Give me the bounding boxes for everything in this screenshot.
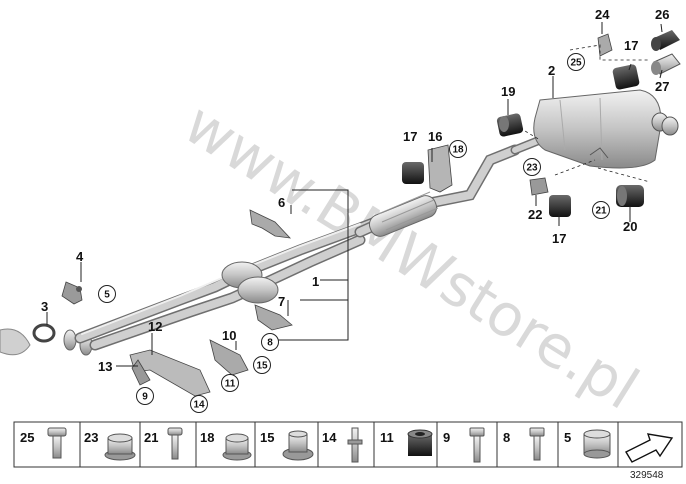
tailpipe-trim-26 xyxy=(651,30,680,51)
stud-bolt-icon xyxy=(347,427,363,463)
hanger-brackets xyxy=(129,209,293,397)
svg-text:9: 9 xyxy=(142,392,148,403)
clamp-22 xyxy=(529,177,549,196)
bracket-10 xyxy=(209,339,249,376)
svg-text:8: 8 xyxy=(267,338,273,349)
callout-16: 16 xyxy=(428,129,442,144)
legend-item-23: 23 xyxy=(84,430,136,461)
nut-icon xyxy=(583,429,611,459)
bracket-6 xyxy=(249,209,292,239)
tailpipe-trim-27 xyxy=(651,53,681,75)
callout-13: 13 xyxy=(98,359,112,374)
svg-text:9: 9 xyxy=(443,430,450,445)
spacer-sleeve-icon xyxy=(407,429,433,456)
parts-legend: 25 23 21 18 xyxy=(13,421,683,468)
svg-text:18: 18 xyxy=(200,430,214,445)
circled-23: 23 xyxy=(523,158,541,176)
front-bracket xyxy=(61,281,83,305)
svg-text:14: 14 xyxy=(193,400,205,411)
rubber-mount-17-rear xyxy=(549,195,571,217)
svg-text:21: 21 xyxy=(144,430,158,445)
svg-text:21: 21 xyxy=(595,206,607,217)
legend-item-18: 18 xyxy=(200,430,252,461)
callout-17-rear: 17 xyxy=(552,231,566,246)
svg-text:25: 25 xyxy=(570,58,582,69)
legend-item-15: 15 xyxy=(260,430,314,461)
rear-silencer xyxy=(533,89,679,169)
svg-text:5: 5 xyxy=(104,290,110,301)
hex-bolt-icon xyxy=(529,427,545,461)
rubber-mount-17-mid xyxy=(402,162,424,184)
callout-22: 22 xyxy=(528,207,542,222)
svg-text:8: 8 xyxy=(503,430,510,445)
circled-9: 9 xyxy=(136,387,154,405)
svg-text:15: 15 xyxy=(256,361,268,372)
direction-arrow-icon xyxy=(625,433,674,463)
legend-item-11: 11 xyxy=(380,429,433,456)
circled-18: 18 xyxy=(449,140,467,158)
svg-text:23: 23 xyxy=(526,163,538,174)
callout-26: 26 xyxy=(655,7,669,22)
bracket-16 xyxy=(427,144,453,193)
svg-text:11: 11 xyxy=(225,379,236,390)
hex-bolt-icon xyxy=(469,427,485,463)
damper-20 xyxy=(616,185,644,207)
callout-19: 19 xyxy=(501,84,515,99)
svg-text:23: 23 xyxy=(84,430,98,445)
sealing-ring xyxy=(32,323,56,343)
circled-8: 8 xyxy=(261,333,279,351)
circled-14: 14 xyxy=(190,395,208,413)
callout-20: 20 xyxy=(623,219,637,234)
svg-text:25: 25 xyxy=(20,430,34,445)
svg-text:11: 11 xyxy=(380,430,394,445)
callout-24: 24 xyxy=(595,7,610,22)
circled-11: 11 xyxy=(221,374,239,392)
leader-lines xyxy=(46,22,663,367)
callout-4: 4 xyxy=(76,249,84,264)
circled-callouts: 5 8 9 11 14 15 18 21 xyxy=(98,53,610,413)
legend-item-9: 9 xyxy=(443,427,485,463)
callout-27: 27 xyxy=(655,79,669,94)
rubber-mount-17-top xyxy=(612,64,640,90)
callout-labels: 1 2 3 4 6 7 10 12 13 16 17 17 17 19 20 2… xyxy=(41,7,669,374)
svg-text:18: 18 xyxy=(452,145,464,156)
assembly-dashes xyxy=(519,44,651,183)
flange-nut-icon xyxy=(222,433,252,461)
callout-1: 1 xyxy=(312,274,319,289)
legend-item-8: 8 xyxy=(503,427,545,461)
callout-12: 12 xyxy=(148,319,162,334)
svg-text:14: 14 xyxy=(322,430,337,445)
circled-15: 15 xyxy=(253,356,271,374)
callout-3: 3 xyxy=(41,299,48,314)
callout-17-top: 17 xyxy=(624,38,638,53)
svg-text:5: 5 xyxy=(564,430,571,445)
svg-text:15: 15 xyxy=(260,430,274,445)
bolt-icon xyxy=(167,427,183,460)
bracket-24 xyxy=(597,33,613,57)
legend-item-25: 25 xyxy=(20,427,67,459)
center-silencer xyxy=(354,135,545,238)
callout-6: 6 xyxy=(278,195,285,210)
legend-item-5: 5 xyxy=(564,429,611,459)
screw-icon xyxy=(47,427,67,459)
collar-nut-icon xyxy=(282,430,314,461)
flange-nut-icon xyxy=(104,433,136,461)
bracket-7 xyxy=(254,304,293,331)
image-id: 329548 xyxy=(630,470,664,481)
callout-10: 10 xyxy=(222,328,236,343)
circled-21: 21 xyxy=(592,201,610,219)
callout-17-mid: 17 xyxy=(403,129,417,144)
circled-25: 25 xyxy=(567,53,585,71)
circled-5: 5 xyxy=(98,285,116,303)
legend-item-14: 14 xyxy=(322,427,363,463)
callout-2: 2 xyxy=(548,63,555,78)
rubber-mounts xyxy=(402,30,681,217)
callout-7: 7 xyxy=(278,294,285,309)
legend-item-21: 21 xyxy=(144,427,183,460)
catalytic-converter-2 xyxy=(237,276,279,304)
rubber-mount-19 xyxy=(496,113,524,137)
